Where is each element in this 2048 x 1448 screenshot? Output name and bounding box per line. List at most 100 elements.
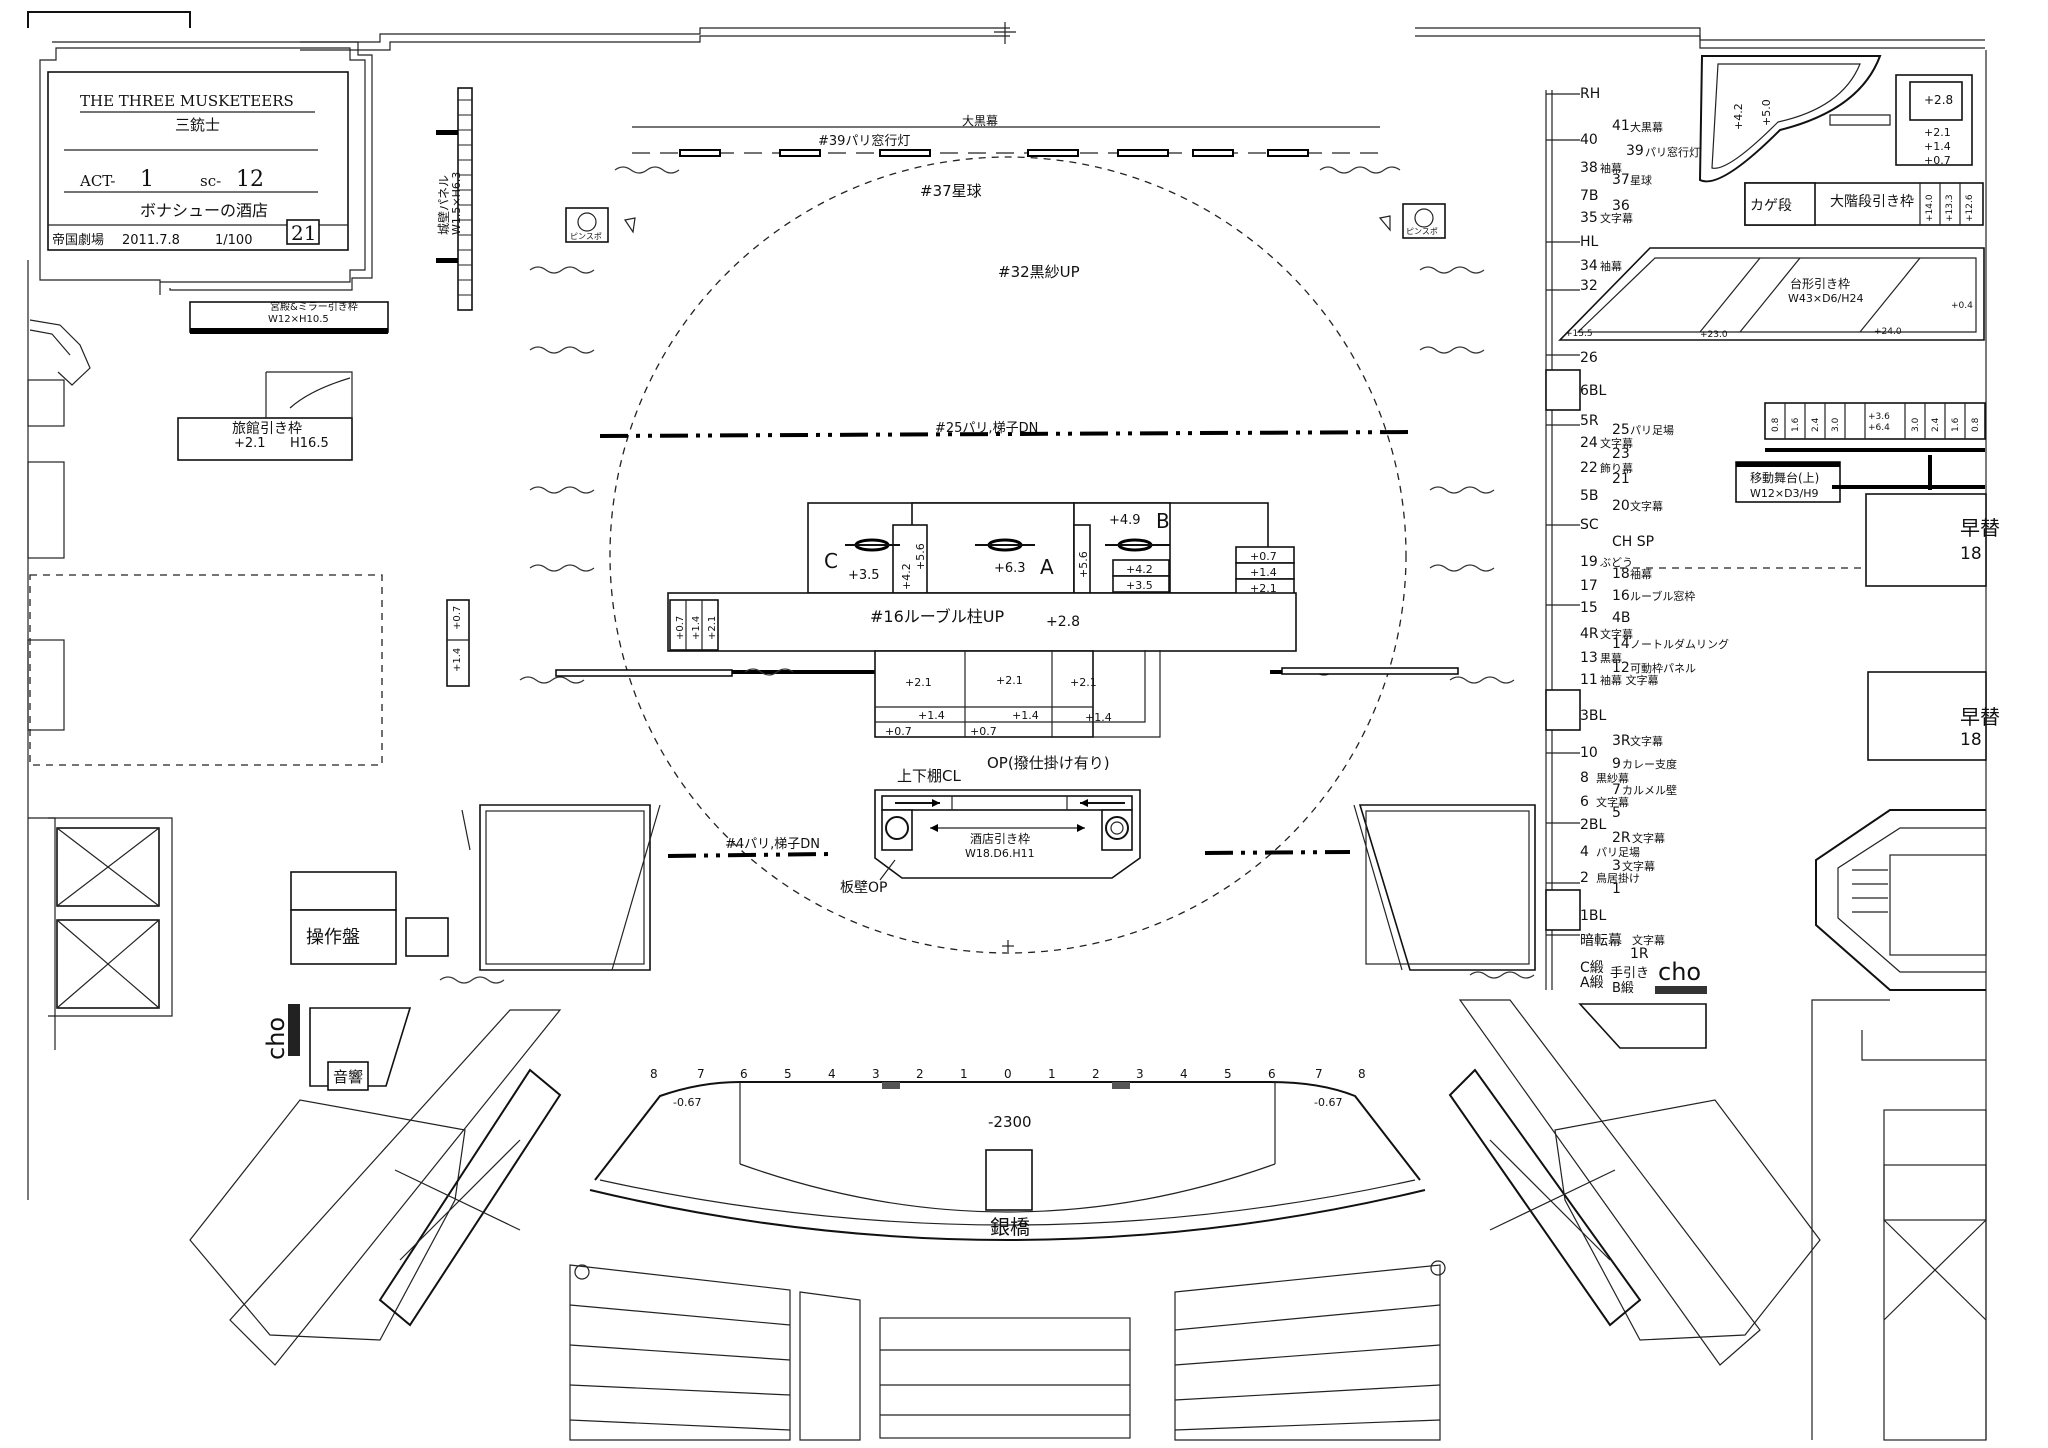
stage-number: 4 (828, 1067, 836, 1081)
quick-change-2: 早替 (1960, 705, 2000, 729)
drape-waves (439, 166, 1535, 984)
scene-number: 12 (236, 167, 264, 192)
fly-no: 2BL (1580, 817, 1607, 833)
stage-number: 5 (784, 1067, 792, 1081)
bridge-step-3: 2.4 (1811, 417, 1821, 432)
lower-step-1: +1.4 (918, 709, 945, 722)
fly-no: 6BL (1580, 383, 1607, 399)
fly-name: 文字幕 (1600, 436, 1633, 450)
stack-height-3: +0.7 (1924, 154, 1951, 167)
bridge-step-5: +3.6 (1868, 412, 1890, 422)
moving-stage-label: 移動舞台(上) (1750, 470, 1819, 485)
tavern-frame-label: 酒店引き枠 (970, 832, 1030, 846)
fly-no: 5R (1580, 413, 1599, 429)
louvre-pillar-label: #16ルーブル柱UP (870, 607, 1005, 626)
fly-line-list: RH 41 大黒幕 40 39 パリ窓行灯 38 袖幕 37 星球 7B 36 … (1545, 86, 1729, 1049)
spot-right-label: ピンスポ (1406, 227, 1438, 236)
fly-no: 39 (1626, 143, 1644, 159)
fly-name: ノートルダムリング (1630, 637, 1729, 651)
stack-height-1: +2.1 (1924, 126, 1951, 139)
sheet-number: 21 (291, 221, 316, 245)
platform-c-label: C (824, 549, 838, 573)
pit-left-offset: -0.67 (673, 1096, 701, 1109)
lower-block-2: +2.1 (996, 674, 1023, 687)
platform-c-height: +3.5 (848, 568, 880, 583)
fly-no: 4R (1580, 626, 1599, 642)
fly-no: 11 (1580, 672, 1598, 688)
wall-op-label: 板壁OP (840, 880, 887, 896)
fly-no: 20 (1612, 498, 1630, 514)
right-stack-3: +2.1 (1250, 582, 1277, 595)
right-stair-tower (1811, 809, 1987, 1441)
fly-no: 37 (1612, 172, 1630, 188)
fly-no: C緞 (1580, 960, 1604, 976)
fly-no: 6 (1580, 794, 1589, 810)
fly-name: 可動枠パネル (1630, 661, 1696, 675)
show-title-jp: 三銃士 (175, 116, 220, 134)
steps-right-1: +14.0 (1925, 194, 1935, 222)
fly-no: 26 (1580, 350, 1598, 366)
left-stack-2: +1.4 (691, 616, 702, 640)
fly-no: 5 (1612, 805, 1621, 821)
moving-stage-size: W12×D3/H9 (1750, 487, 1819, 500)
stage-number: 5 (1224, 1067, 1232, 1081)
drawing-scale: 1/100 (215, 233, 252, 248)
edge-height-4: +0.4 (1951, 301, 1973, 311)
fly-no: SC (1580, 517, 1599, 533)
bridge-step-9: 1.6 (1951, 417, 1961, 432)
fly-no: CH SP (1612, 534, 1654, 550)
fly-no: 34 (1580, 258, 1598, 274)
title-block: THE THREE MUSKETEERS 三銃士 ACT- 1 sc- 12 ボ… (39, 41, 373, 295)
right-step-stack: +0.7 +1.4 +2.1 (1235, 546, 1295, 596)
platform-b-height: +4.9 (1109, 513, 1141, 528)
stage-number: 1 (1048, 1067, 1056, 1081)
stage-number-row: 8 7 6 5 4 3 2 1 0 1 2 3 4 5 6 7 8 (650, 1067, 1366, 1081)
fly-name: カレー支度 (1622, 757, 1677, 771)
fly-no: RH (1580, 86, 1600, 102)
fly-no: HL (1580, 234, 1599, 250)
show-title: THE THREE MUSKETEERS (80, 92, 294, 110)
castle-panel: 城壁パネル W1.5×H6.3 (436, 87, 473, 311)
fly-no: 36 (1612, 198, 1630, 214)
star-ball-label: #37星球 (920, 182, 982, 200)
central-platform-set: C +3.5 A +6.3 B +4.9 +4.2 +5.6 +5.6 +4.2… (446, 502, 1297, 738)
lower-front-2: +0.7 (970, 725, 997, 738)
fly-name: 黒紗幕 (1596, 771, 1629, 785)
stage-number: 2 (1092, 1067, 1100, 1081)
fly-name: 袖幕 (1600, 259, 1622, 273)
stage-number: 0 (1004, 1067, 1012, 1081)
edge-height-1: +15.5 (1565, 329, 1593, 339)
fly-no: 1R (1630, 946, 1649, 962)
quick-change-1-num: 18 (1960, 544, 1982, 564)
step-value-2: +5.6 (914, 543, 927, 570)
bridge-step-2: 1.6 (1791, 417, 1801, 432)
louvre-pillar-height: +2.8 (1046, 614, 1080, 630)
step-value-5: +3.5 (1126, 579, 1153, 592)
lower-block-3: +2.1 (1070, 676, 1097, 689)
turntable-circle (609, 156, 1407, 954)
kage-step-label: カゲ段 (1750, 198, 1792, 214)
spot-left-label: ピンスポ (570, 232, 602, 241)
fly-no: 15 (1580, 600, 1598, 616)
right-stack-1: +0.7 (1250, 550, 1277, 563)
control-panel-label: 操作盤 (306, 927, 360, 948)
fly-no: 3 (1612, 858, 1621, 874)
step-value-1: +4.2 (900, 563, 913, 590)
fly-no: A緞 (1580, 975, 1604, 991)
fly-no: 35 (1580, 210, 1598, 226)
stack-height-2: +1.4 (1924, 140, 1951, 153)
scene-name: ボナシューの酒店 (140, 201, 268, 220)
fly-no: 18 (1612, 566, 1630, 582)
act-label: ACT- (79, 172, 115, 190)
curve-right-height: +5.0 (1760, 99, 1773, 126)
fly-no: 9 (1612, 756, 1621, 772)
fly-name: 袖幕 文字幕 (1600, 673, 1659, 687)
fly-name: パリ足場 (1596, 846, 1640, 859)
black-gauze-label: #32黒紗UP (998, 263, 1080, 281)
venue: 帝国劇場 (52, 232, 104, 248)
fly-no: 暗転幕 (1580, 933, 1622, 949)
fly-name: ぶどう (1600, 556, 1633, 569)
fly-name: 文字幕 (1632, 831, 1665, 845)
platform-b-label: B (1156, 509, 1170, 533)
